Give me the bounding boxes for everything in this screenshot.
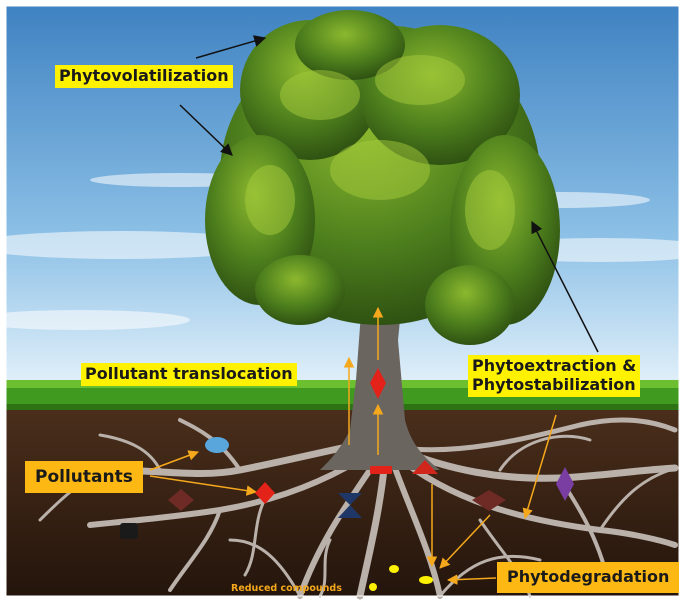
- label-pollutants: Pollutants: [25, 461, 143, 493]
- label-pollutant-translocation: Pollutant translocation: [81, 363, 297, 386]
- reduced-compound-1: [389, 565, 399, 573]
- pollutant-dark-square: [120, 523, 138, 539]
- reduced-compound-3: [369, 583, 377, 591]
- pollutant-blue-oval: [205, 437, 229, 453]
- label-reduced-compounds: Reduced compounds: [231, 583, 342, 594]
- label-phytoextraction-phytostabilization: Phytoextraction & Phytostabilization: [468, 355, 640, 397]
- label-phytovolatilization: Phytovolatilization: [55, 65, 233, 88]
- pollutant-red-bar: [370, 466, 392, 474]
- label-phytodegradation: Phytodegradation: [497, 562, 679, 593]
- reduced-compound-2: [419, 576, 433, 584]
